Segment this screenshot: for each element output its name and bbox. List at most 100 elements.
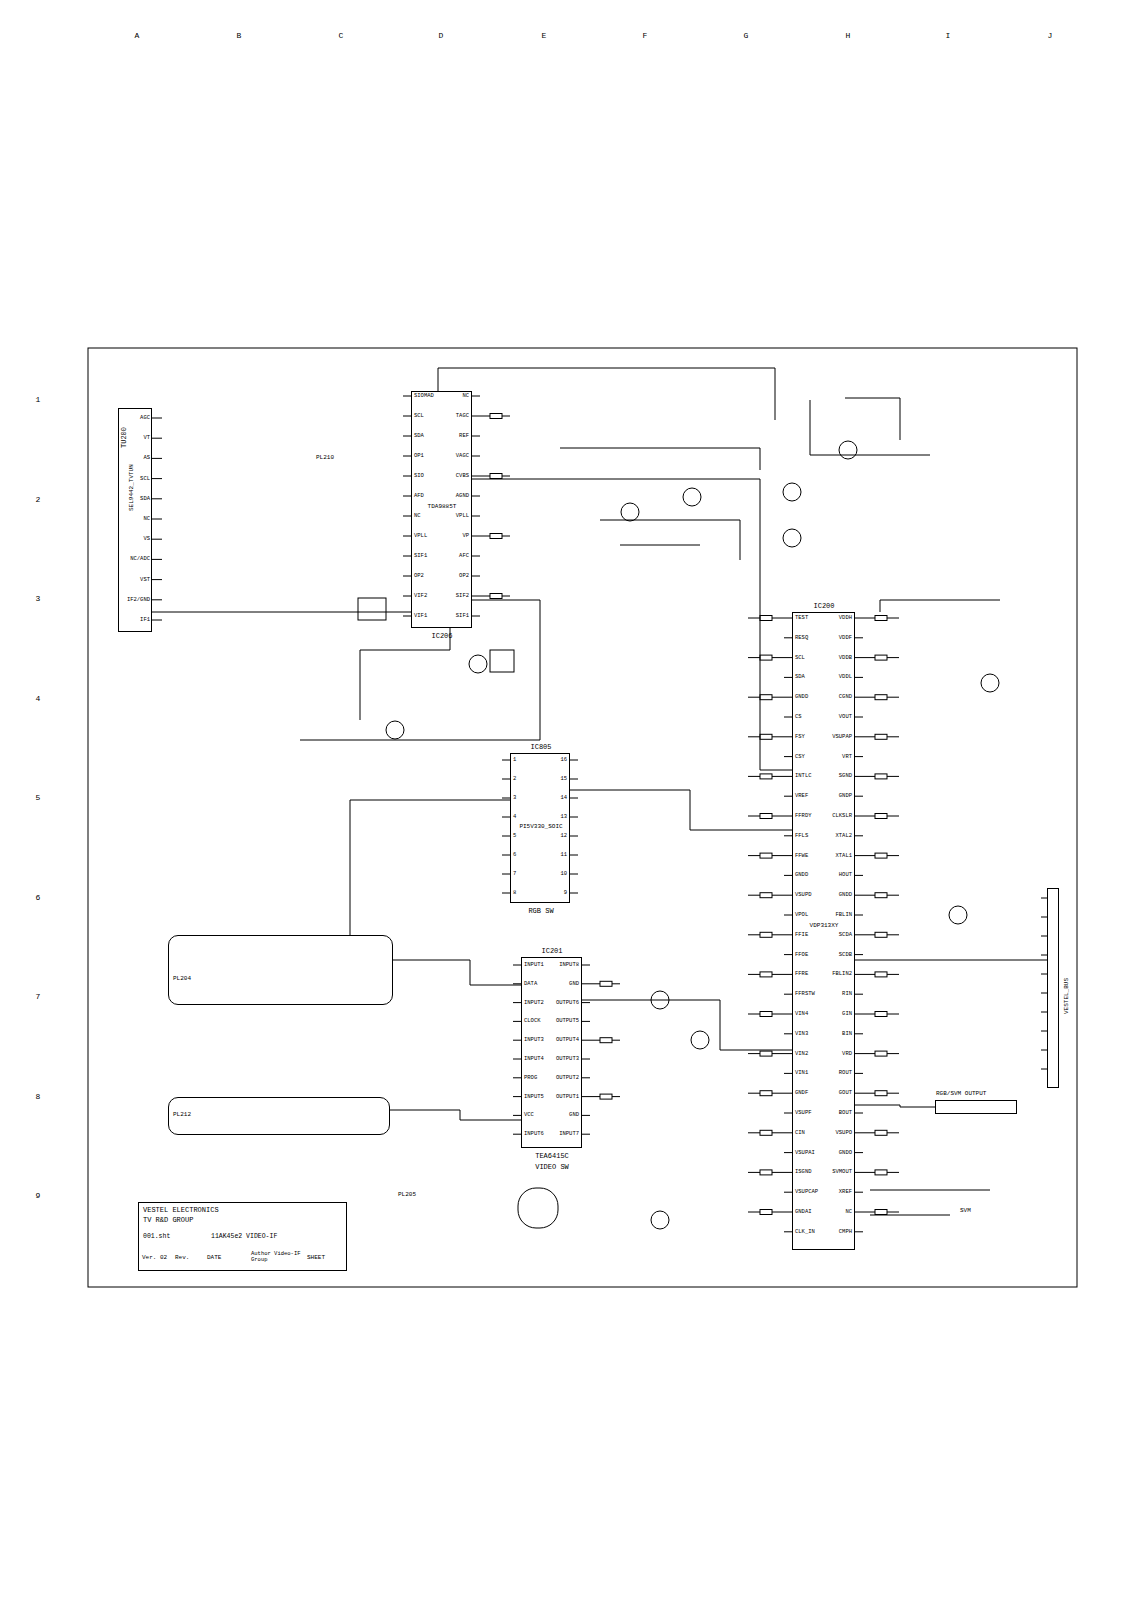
resistor-symbol <box>600 1094 612 1099</box>
resistor-symbol <box>760 853 772 858</box>
pin-name: VPOL <box>795 912 808 918</box>
pin-stub <box>502 836 510 837</box>
pin-stub <box>855 677 863 678</box>
grid-column: G <box>744 32 749 40</box>
resistor-symbol <box>760 1091 772 1096</box>
pin-stub <box>855 1033 863 1034</box>
pin-name: FFOE <box>795 952 808 958</box>
pin-name: INPUT4 <box>524 1056 544 1062</box>
pin-name: FFRDY <box>795 813 812 819</box>
resistor-symbol <box>760 655 772 660</box>
pin-stub <box>855 816 863 817</box>
pin-name: VSUPCAP <box>795 1189 818 1195</box>
pin-name: CLK_IN <box>795 1229 815 1235</box>
resistor-symbol <box>600 1038 612 1043</box>
resistor-symbol <box>875 774 887 779</box>
pin-stub <box>784 1231 792 1232</box>
pin-name: CLKSLR <box>832 813 852 819</box>
grid-row: 4 <box>36 695 41 703</box>
pin-stub <box>403 456 411 457</box>
filter-symbol <box>490 650 514 672</box>
grid-row: 7 <box>36 993 41 1001</box>
pin-stub <box>855 618 863 619</box>
pin-stub <box>582 1096 590 1097</box>
signal-wire <box>855 1105 935 1107</box>
pin-name: SGND <box>839 773 852 779</box>
part-name: TEA6415C <box>535 1153 569 1160</box>
grid-row: 5 <box>36 794 41 802</box>
pin-name: OUTPUT4 <box>556 1037 579 1043</box>
output-connector: RGB/SVM OUTPUT <box>935 1100 1017 1114</box>
pin-name: VIF1 <box>414 613 427 619</box>
pin-name: INPUT2 <box>524 1000 544 1006</box>
pin-name: AGC <box>140 415 150 421</box>
pin-number: 2 <box>513 776 516 782</box>
grid-row: 8 <box>36 1093 41 1101</box>
pin-name: VIN3 <box>795 1031 808 1037</box>
connector-label: SVM <box>960 1208 971 1214</box>
pin-stub <box>472 436 480 437</box>
resistor-symbol <box>760 734 772 739</box>
pin-stub <box>403 496 411 497</box>
pin-name: SIF1 <box>456 613 469 619</box>
pin-stub <box>855 796 863 797</box>
transistor-symbol <box>981 674 999 692</box>
pin-stub <box>513 1134 521 1135</box>
pin-stub <box>855 835 863 836</box>
pin-name: CVBS <box>456 473 469 479</box>
pin-stub <box>513 1040 521 1041</box>
pin-stub <box>403 536 411 537</box>
pin-name: SDA <box>414 433 424 439</box>
pin-name: PROG <box>524 1075 537 1081</box>
pin-stub <box>403 596 411 597</box>
pin-stub <box>784 1113 792 1114</box>
pin-name: VAGC <box>456 453 469 459</box>
pin-stub <box>582 1002 590 1003</box>
pin-name: AGND <box>456 493 469 499</box>
part-name: IC805 <box>530 744 551 751</box>
pin-stub <box>513 1115 521 1116</box>
pin-name: SDA <box>795 674 805 680</box>
pin-name: AFC <box>459 553 469 559</box>
pin-name: HOUT <box>839 872 852 878</box>
pin-stub <box>472 396 480 397</box>
pin-stub <box>855 1212 863 1213</box>
pin-stub <box>152 620 162 621</box>
pin-stub <box>855 1172 863 1173</box>
wire <box>810 400 930 455</box>
resistor-symbol <box>490 474 502 479</box>
grid-row: 9 <box>36 1192 41 1200</box>
pin-name: RIN <box>842 991 852 997</box>
pin-name: GOUT <box>839 1090 852 1096</box>
pin-name: INPUT6 <box>524 1131 544 1137</box>
part-name: PL204 <box>173 976 191 982</box>
pin-stub <box>784 974 792 975</box>
pin-stub <box>570 836 578 837</box>
pin-stub <box>502 760 510 761</box>
connector-label: PL210 <box>316 455 334 461</box>
pin-stub <box>472 456 480 457</box>
pin-name: INPUT3 <box>524 1037 544 1043</box>
signal-wire <box>390 1110 521 1120</box>
pin-stub <box>855 1113 863 1114</box>
resistor-symbol <box>490 594 502 599</box>
resistor-symbol <box>490 534 502 539</box>
pin-name: INPUT7 <box>559 1131 579 1137</box>
pin-stub <box>403 516 411 517</box>
pin-stub <box>855 1192 863 1193</box>
signal-wire <box>472 479 792 770</box>
pin-stub <box>152 498 162 499</box>
pin-stub <box>855 974 863 975</box>
pin-name: SIO <box>414 473 424 479</box>
resistor-symbol <box>875 1051 887 1056</box>
scart-connector: PL204 <box>168 935 393 1005</box>
resistor-symbol <box>875 655 887 660</box>
resistor-symbol <box>875 814 887 819</box>
pin-stub <box>784 1093 792 1094</box>
resistor-symbol <box>875 972 887 977</box>
pin-name: FBLIN <box>835 912 852 918</box>
scart-connector: PL212 <box>168 1097 390 1135</box>
pin-stub <box>855 994 863 995</box>
resistor-symbol <box>875 1012 887 1017</box>
resistor-symbol <box>600 981 612 986</box>
